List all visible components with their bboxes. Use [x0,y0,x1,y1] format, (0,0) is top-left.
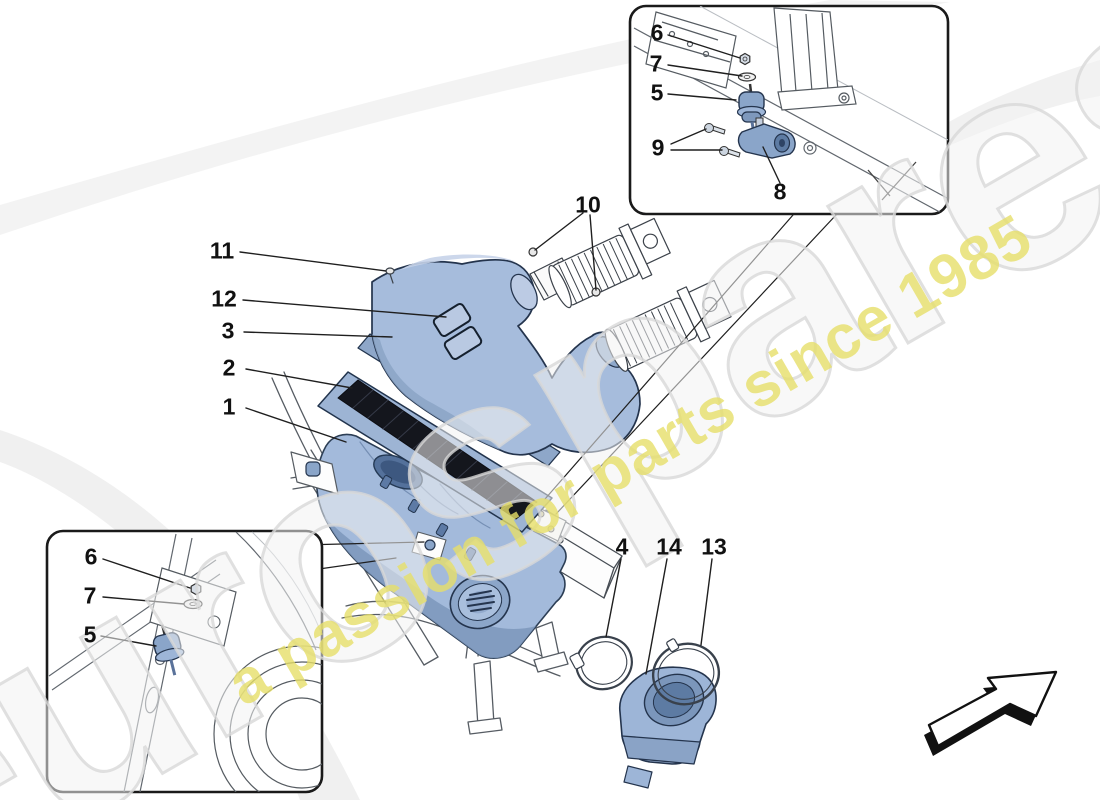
callout-inset-tr-5: 5 [650,79,664,106]
callout-14: 14 [656,533,682,560]
air-filter-housing [290,433,567,659]
air-filter-element [317,371,553,533]
housing-left-mount [290,451,339,495]
screw-11 [385,267,395,284]
duct-clamp-nuts [528,247,601,297]
inset-bl-nut-6 [190,582,202,596]
inset-bl-rubber-mount-5 [152,624,185,676]
callout-10: 10 [575,191,601,218]
callout-inset-bl-5: 5 [83,621,97,648]
inset-tr-bracket-8 [737,117,796,159]
inset-tr-screws-9 [704,123,741,158]
callout-4: 4 [615,533,629,560]
leader-lines [239,212,837,675]
intake-elbow-group [569,635,721,789]
clamp-ring-13 [651,638,721,706]
callout-inset-tr-6: 6 [650,19,664,46]
callout-2: 2 [222,354,236,381]
inset-tr-washer-7 [737,72,757,82]
callout-inset-tr-8: 8 [773,178,787,205]
inset-tr-nut-6 [739,52,751,66]
inset-locator-lines [261,214,837,575]
duct-intake-slots [432,303,483,360]
housing-right-mount [411,531,447,561]
inset-bl-washer-7 [183,598,203,610]
callout-inset-tr-7: 7 [649,50,663,77]
direction-arrow-icon [924,670,1058,756]
air-intake-duct [371,254,641,456]
main-assembly [271,217,732,789]
callout-11: 11 [209,237,235,264]
inset-detail-bottom-left [45,529,324,794]
housing-air-port [449,574,511,630]
throttle-bodies [385,217,732,372]
inset-detail-top-right [628,4,950,216]
callout-inset-tr-9: 9 [651,134,665,161]
callout-12: 12 [211,285,237,312]
callout-13: 13 [701,533,727,560]
callout-inset-bl-7: 7 [83,582,97,609]
callout-3: 3 [221,317,235,344]
callout-1: 1 [222,393,236,420]
hose-clamp-4 [569,635,633,691]
callout-inset-bl-6: 6 [84,543,98,570]
